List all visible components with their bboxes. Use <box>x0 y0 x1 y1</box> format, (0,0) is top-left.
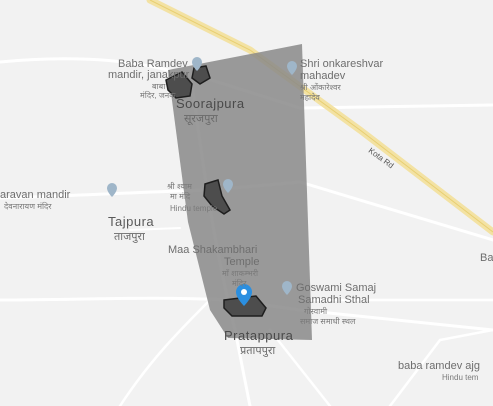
road-minor <box>268 328 332 406</box>
place-label: श्री ओंकारेश्वर <box>300 83 341 92</box>
village-label[interactable]: Pratappura <box>224 328 294 343</box>
place-label: Hindu tem <box>442 373 479 382</box>
poi-pin-icon[interactable] <box>287 61 297 75</box>
location-pin-dot <box>241 289 247 295</box>
village-label: सूरजपुरा <box>184 113 218 125</box>
place-label: Hindu temple <box>170 204 218 213</box>
parcel[interactable] <box>203 179 231 215</box>
inner-parcels <box>165 65 267 317</box>
place-label: मा मंदि <box>170 192 191 201</box>
road-minor <box>118 298 212 406</box>
parcel[interactable] <box>165 71 193 99</box>
poi-pin-icon[interactable] <box>282 281 292 295</box>
place-label: माँ शाकम्भरी <box>222 269 259 278</box>
kota-road-center <box>149 0 493 233</box>
place-label[interactable]: aravan mandir <box>0 189 71 201</box>
poi-pins <box>107 57 297 295</box>
road-minor <box>129 227 181 231</box>
place-label: महादेव <box>300 93 320 102</box>
place-label: बाबा <box>152 82 166 91</box>
place-label[interactable]: Samadhi Sthal <box>298 294 370 306</box>
place-label[interactable]: Maa Shakambhari <box>168 244 258 256</box>
poi-pin-icon[interactable] <box>107 183 117 197</box>
road-minor <box>0 57 170 72</box>
village-label[interactable]: Soorajpura <box>176 96 245 111</box>
boundary-polygon[interactable] <box>168 44 312 340</box>
village-label[interactable]: Tajpura <box>108 214 155 229</box>
place-label: गोस्वामी <box>304 307 328 316</box>
place-label[interactable]: mahadev <box>300 70 346 82</box>
place-label[interactable]: Shri onkareshvar <box>300 58 384 70</box>
road-minor <box>388 328 493 406</box>
place-label[interactable]: Baba Ramdev <box>118 58 188 70</box>
place-label: समाज समाधी स्थल <box>300 317 356 326</box>
poi-pin-icon[interactable] <box>192 57 202 71</box>
parcel[interactable] <box>191 65 211 85</box>
place-label[interactable]: baba ramdev ajg <box>398 360 480 372</box>
village-label: प्रतापपुरा <box>240 345 276 357</box>
place-label: श्री श्याम <box>167 182 192 191</box>
parcel[interactable] <box>223 295 267 317</box>
place-label[interactable]: Goswami Samaj <box>296 282 377 294</box>
place-label: मंदिर <box>232 279 247 288</box>
place-label: देवनारायण मंदिर <box>4 202 52 211</box>
village-label: ताजपुरा <box>114 231 145 243</box>
place-label[interactable]: Temple <box>224 256 260 268</box>
poi-pin-icon[interactable] <box>223 179 233 193</box>
place-label[interactable]: mandir, janakpur <box>108 69 190 81</box>
place-label: मंदिर, जनक <box>140 91 176 100</box>
place-label[interactable]: Ba <box>480 252 493 264</box>
location-pin-icon[interactable] <box>236 284 252 306</box>
